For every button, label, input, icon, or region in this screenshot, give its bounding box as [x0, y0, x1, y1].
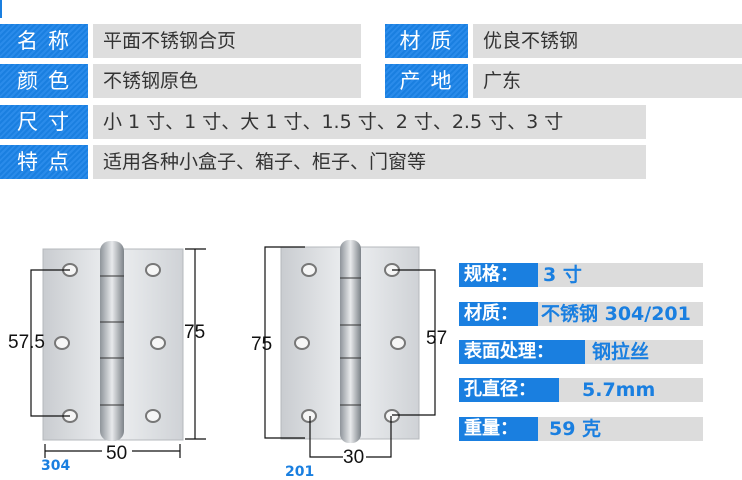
spec-value: 钢拉丝 [592, 341, 650, 363]
value-material: 优良不锈钢 [473, 24, 742, 58]
spec-label: 规格： [459, 263, 538, 287]
dim-height-304: 75 [184, 322, 206, 343]
spec-value: 3 寸 [543, 264, 582, 286]
spec-hole-diameter: 孔直径： 5.7mm [459, 378, 703, 402]
spec-material: 材质：不锈钢 304/201 [459, 302, 703, 326]
tag-304: 304 [41, 458, 71, 474]
dim-height-201: 75 [251, 334, 273, 355]
spec-weight: 重量： 59 克 [459, 417, 703, 441]
label-size: 尺寸 [0, 105, 88, 139]
label-name: 名称 [0, 24, 88, 58]
dim-hole-spacing-304: 57.5 [8, 332, 45, 353]
dim-hole-spacing-201: 57 [426, 328, 448, 349]
dim-width-201: 30 [343, 447, 365, 468]
spec-value: 5.7mm [582, 379, 656, 401]
spec-label: 孔直径： [459, 378, 559, 402]
label-feature: 特点 [0, 145, 88, 179]
value-color: 不锈钢原色 [93, 64, 361, 98]
hinge-304 [30, 241, 206, 458]
value-origin: 广东 [473, 64, 742, 98]
spec-value: 59 克 [549, 418, 602, 440]
value-name: 平面不锈钢合页 [93, 24, 361, 58]
value-size: 小 1 寸、1 寸、大 1 寸、1.5 寸、2 寸、2.5 寸、3 寸 [93, 105, 646, 139]
dim-width-304: 50 [106, 443, 128, 464]
label-material: 材质 [385, 24, 468, 58]
hinge-201 [264, 240, 436, 458]
label-color: 颜色 [0, 64, 88, 98]
spec-label: 表面处理： [459, 340, 585, 364]
label-origin: 产地 [385, 64, 468, 98]
spec-size: 规格：3 寸 [459, 263, 703, 287]
spec-label: 重量： [459, 417, 538, 441]
accent-marker [0, 0, 2, 18]
tag-201: 201 [285, 464, 315, 480]
spec-finish: 表面处理： 钢拉丝 [459, 340, 703, 364]
value-feature: 适用各种小盒子、箱子、柜子、门窗等 [93, 145, 646, 179]
spec-value: 不锈钢 304/201 [541, 303, 691, 325]
spec-label: 材质： [459, 302, 538, 326]
